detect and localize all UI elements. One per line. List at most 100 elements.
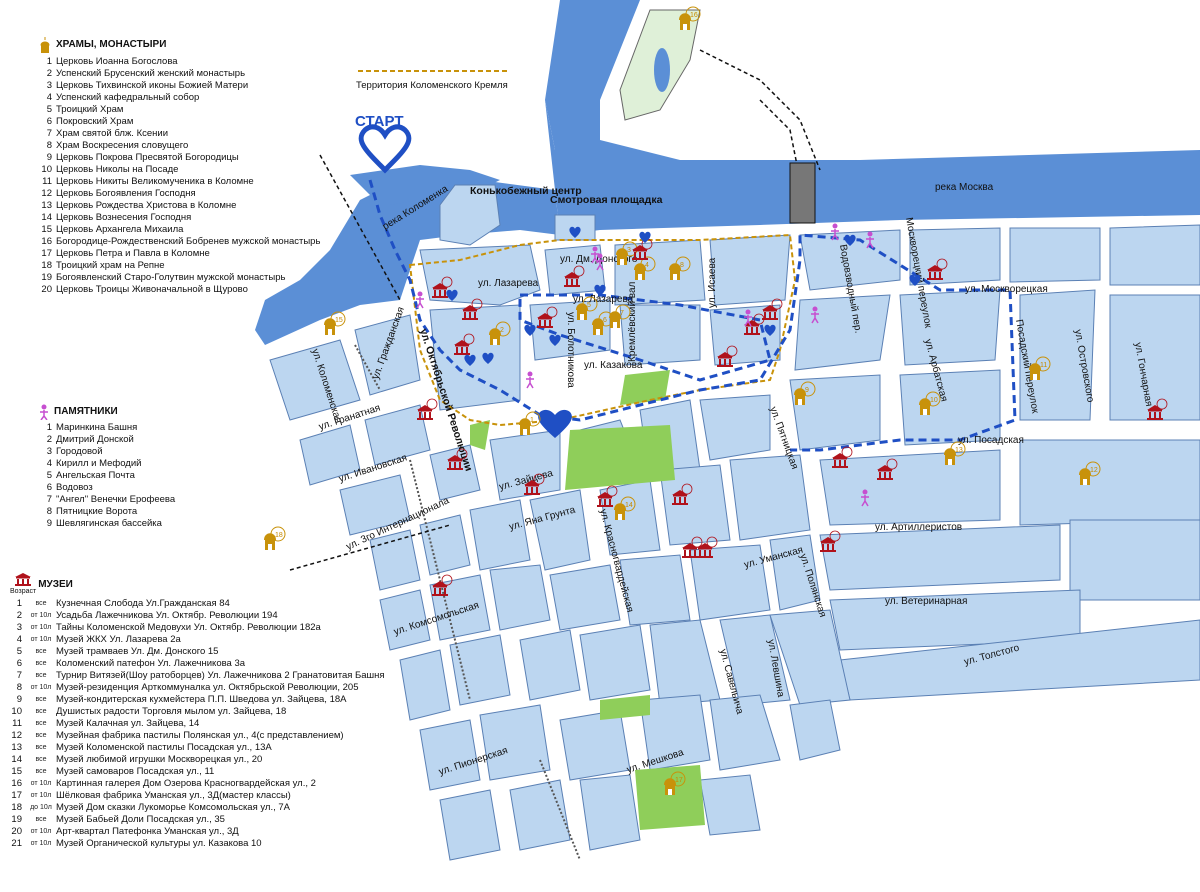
monument-icon[interactable]: [526, 371, 534, 389]
church-number: 8: [680, 262, 684, 269]
legend-item-label: Шёлковая фабрика Уманская ул., 3Д(мастер…: [56, 790, 291, 801]
museum-icon[interactable]: [417, 398, 438, 420]
museum-icon[interactable]: [744, 313, 765, 335]
legend-item-label: Церковь Рождества Христова в Коломне: [56, 200, 237, 211]
monument-icon[interactable]: [866, 231, 874, 249]
legend-item-label: Троицкий Храм: [56, 104, 124, 115]
legend-item-number: 19: [11, 814, 22, 825]
church-icon[interactable]: 6: [592, 311, 614, 335]
museum-icon[interactable]: [432, 276, 453, 298]
legend-item-number: 7: [46, 494, 52, 505]
legend-item-number: 8: [46, 506, 52, 517]
church-icon[interactable]: 10: [919, 391, 941, 415]
museum-icon[interactable]: [632, 238, 653, 260]
church-icon[interactable]: 1: [519, 411, 541, 435]
church-icon[interactable]: 15: [324, 311, 346, 335]
legend-museums-title: МУЗЕИ: [38, 579, 73, 590]
church-number: 16: [690, 12, 698, 19]
legend-item-age: все: [35, 660, 47, 667]
legend-item-number: 3: [46, 80, 52, 91]
legend-item-number: 12: [41, 188, 52, 199]
legend-item-label: Церковь Тихвинской иконы Божией Матери: [56, 80, 249, 91]
legend-item-number: 18: [41, 260, 52, 271]
museum-icon[interactable]: [717, 345, 738, 367]
kremlin-legend-label: Территория Коломенского Кремля: [356, 80, 508, 91]
museum-icon[interactable]: [877, 458, 898, 480]
legend-item-age: от 10л: [30, 624, 52, 631]
church-icon[interactable]: 12: [1079, 461, 1101, 485]
monument-icon[interactable]: [811, 306, 819, 324]
monument-icon[interactable]: [831, 223, 839, 241]
museum-icon[interactable]: [454, 333, 475, 355]
church-icon[interactable]: 7: [609, 304, 631, 328]
museum-icon[interactable]: [697, 536, 718, 558]
museum-icon[interactable]: [820, 530, 841, 552]
route-heart-icon: [639, 231, 651, 243]
museum-icon[interactable]: [537, 306, 558, 328]
church-icon[interactable]: 11: [1029, 356, 1051, 380]
museum-icon[interactable]: [672, 483, 693, 505]
museum-icon[interactable]: [447, 448, 468, 470]
legend-item-number: 12: [11, 730, 22, 741]
museum-icon[interactable]: [432, 574, 453, 596]
legend-monuments-title: ПАМЯТНИКИ: [54, 406, 118, 417]
church-icon[interactable]: 17: [664, 771, 686, 795]
monument-icon[interactable]: [861, 489, 869, 507]
museum-icon[interactable]: [762, 298, 783, 320]
monument-icon[interactable]: [416, 291, 424, 309]
church-icon[interactable]: 2: [489, 321, 511, 345]
start-heart-icon: [358, 124, 412, 174]
museum-icon[interactable]: [462, 298, 483, 320]
church-icon[interactable]: 5: [576, 296, 598, 320]
route-heart-icon: [569, 226, 581, 238]
legend-item-label: Церковь Петра и Павла в Коломне: [56, 248, 210, 259]
legend-item-number: 5: [46, 104, 52, 115]
museum-icon[interactable]: [832, 446, 853, 468]
museum-icon[interactable]: [682, 536, 703, 558]
legend-museums-title-row: Возраст МУЗЕИ: [10, 572, 385, 598]
church-icon[interactable]: 4: [634, 256, 656, 280]
route-heart-icon: [594, 284, 606, 296]
legend-item-label: Арт-квартал Патефонка Уманская ул., 3Д: [56, 826, 239, 837]
church-number: 17: [675, 777, 683, 784]
monument-icon[interactable]: [744, 309, 752, 327]
church-icon[interactable]: 13: [944, 441, 966, 465]
legend-item-number: 1: [46, 56, 52, 67]
legend-item-label: Музей Органической культуры ул. Казакова…: [56, 838, 262, 849]
legend-item-label: Музей Калачная ул. Зайцева, 14: [56, 718, 200, 729]
church-icon[interactable]: 16: [679, 6, 701, 30]
museum-icon[interactable]: [1147, 398, 1168, 420]
monument-icon[interactable]: [591, 246, 599, 264]
route-path: [368, 179, 1017, 452]
museum-icon[interactable]: [597, 485, 618, 507]
museum-icon[interactable]: [927, 258, 948, 280]
church-icon[interactable]: 18: [264, 526, 286, 550]
church-icon[interactable]: 8: [669, 256, 691, 280]
museum-icon[interactable]: [524, 473, 545, 495]
church-number: 4: [645, 262, 649, 269]
legend-item-label: Музейная фабрика пастилы Полянская ул., …: [56, 730, 344, 741]
museum-icon[interactable]: [564, 265, 585, 287]
church-icon[interactable]: 14: [614, 496, 636, 520]
church-number: 13: [955, 447, 963, 454]
kremlin-boundary: [408, 233, 797, 427]
boundaries: [289, 49, 821, 571]
legend-item-number: 19: [41, 272, 52, 283]
church-icon[interactable]: 9: [794, 381, 816, 405]
street-label: ул. Дм. Донского: [560, 254, 638, 265]
